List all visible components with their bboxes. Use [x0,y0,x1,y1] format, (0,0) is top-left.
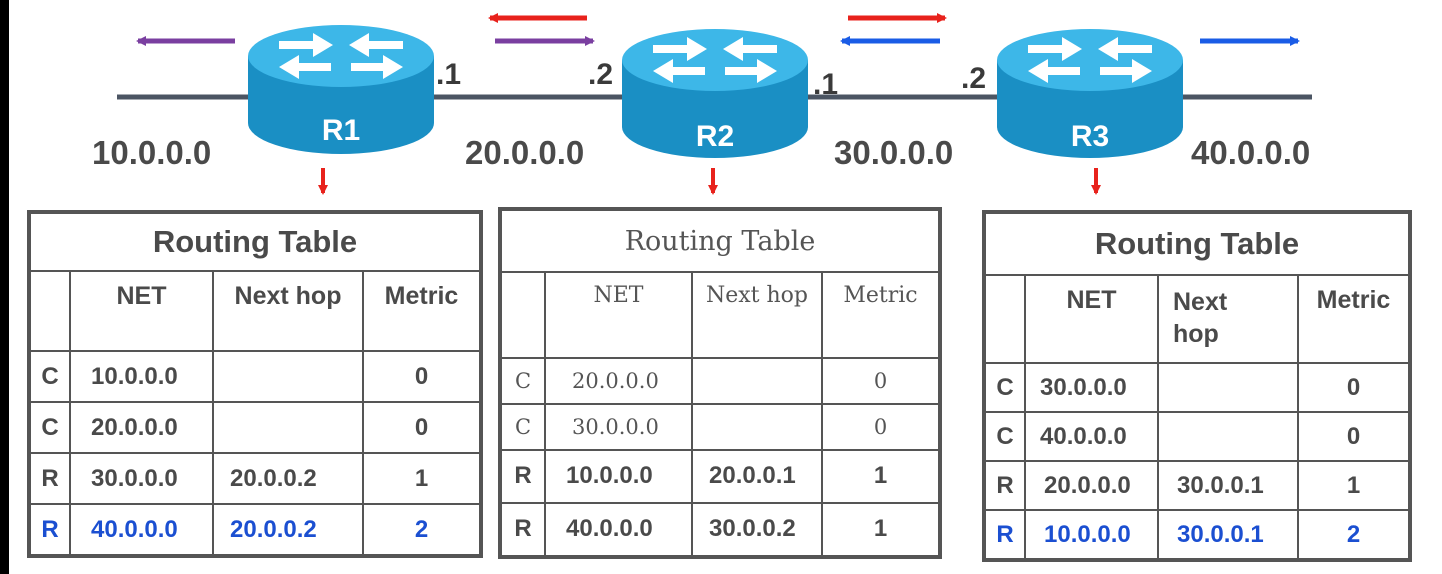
header-metric: Metric [1297,274,1410,364]
routing-table-r2: Routing Table NET Next hop Metric C 20.0… [498,207,942,559]
header-next-hop: Next hop [691,271,823,359]
row-code: C [29,350,71,403]
table-row-new-route: R 40.0.0.0 20.0.0.2 2 [29,503,481,556]
row-net: 40.0.0.0 [69,503,214,556]
network-label: 40.0.0.0 [1191,134,1311,171]
header-net: NET [544,271,693,359]
row-next-hop: 30.0.0.1 [1157,509,1299,560]
table-row: R 40.0.0.0 30.0.0.2 1 [500,501,940,558]
header-code [984,274,1026,364]
router-name-r3: R3 [1071,120,1109,153]
row-next-hop: 20.0.0.2 [212,503,364,556]
row-next-hop [1157,411,1299,462]
row-code: R [29,503,71,556]
table-row: C 30.0.0.0 0 [984,362,1410,413]
network-label: 30.0.0.0 [834,134,954,171]
routing-table-r3: Routing Table NET Next hop Metric C 30.0… [982,210,1412,562]
row-code: C [984,362,1026,413]
table-row: C 30.0.0.0 0 [500,402,940,451]
table-row: R 30.0.0.0 20.0.0.2 1 [29,452,481,505]
row-net: 10.0.0.0 [69,350,214,403]
row-net: 10.0.0.0 [544,448,693,504]
row-next-hop: 20.0.0.1 [691,448,823,504]
table-row-new-route: R 10.0.0.0 30.0.0.1 2 [984,509,1410,560]
row-code: R [984,460,1026,511]
row-metric: 1 [1297,460,1410,511]
row-next-hop [691,402,823,451]
interface-label: .2 [588,58,614,91]
row-metric: 2 [362,503,481,556]
row-net: 30.0.0.0 [544,402,693,451]
table-row: C 20.0.0.0 0 [29,401,481,454]
row-metric: 0 [1297,411,1410,462]
table-title: Routing Table [29,212,481,272]
table-title: Routing Table [984,212,1410,276]
interface-label: .1 [813,68,839,101]
interface-label: .1 [436,58,462,91]
row-code: C [984,411,1026,462]
left-edge-bar [0,0,9,574]
network-label: 10.0.0.0 [92,134,212,171]
network-topology: R1 R2 R3 [117,13,1312,195]
row-net: 20.0.0.0 [69,401,214,454]
row-net: 30.0.0.0 [69,452,214,505]
row-net: 30.0.0.0 [1024,362,1159,413]
row-code: C [500,357,546,405]
row-next-hop [691,357,823,405]
row-code: C [29,401,71,454]
row-next-hop: 30.0.0.2 [691,501,823,558]
row-metric: 0 [362,401,481,454]
row-next-hop [212,401,364,454]
header-next-hop: Next hop [1157,274,1299,364]
row-net: 40.0.0.0 [544,501,693,558]
row-next-hop: 20.0.0.2 [212,452,364,505]
router-name-r2: R2 [696,120,734,153]
header-net: NET [69,270,214,352]
row-code: R [500,501,546,558]
interface-label: .2 [961,62,987,95]
row-metric: 1 [821,501,940,558]
table-row: R 10.0.0.0 20.0.0.1 1 [500,448,940,504]
header-next-hop: Next hop [212,270,364,352]
row-next-hop: 30.0.0.1 [1157,460,1299,511]
table-row: C 40.0.0.0 0 [984,411,1410,462]
table-row: C 10.0.0.0 0 [29,350,481,403]
row-metric: 1 [821,448,940,504]
router-name-r1: R1 [322,114,360,147]
row-metric: 2 [1297,509,1410,560]
row-next-hop [1157,362,1299,413]
network-label: 20.0.0.0 [465,134,585,171]
row-next-hop [212,350,364,403]
row-net: 40.0.0.0 [1024,411,1159,462]
header-net: NET [1024,274,1159,364]
row-metric: 1 [362,452,481,505]
row-code: R [500,448,546,504]
row-code: R [29,452,71,505]
table-row: R 20.0.0.0 30.0.0.1 1 [984,460,1410,511]
header-metric: Metric [362,270,481,352]
routing-table-r1: Routing Table NET Next hop Metric C 10.0… [27,210,483,558]
row-metric: 0 [1297,362,1410,413]
row-net: 10.0.0.0 [1024,509,1159,560]
table-title: Routing Table [500,209,940,273]
row-net: 20.0.0.0 [1024,460,1159,511]
row-metric: 0 [821,402,940,451]
header-code [500,271,546,359]
header-code [29,270,71,352]
row-net: 20.0.0.0 [544,357,693,405]
table-row: C 20.0.0.0 0 [500,357,940,405]
row-metric: 0 [821,357,940,405]
row-code: R [984,509,1026,560]
row-metric: 0 [362,350,481,403]
row-code: C [500,402,546,451]
header-metric: Metric [821,271,940,359]
